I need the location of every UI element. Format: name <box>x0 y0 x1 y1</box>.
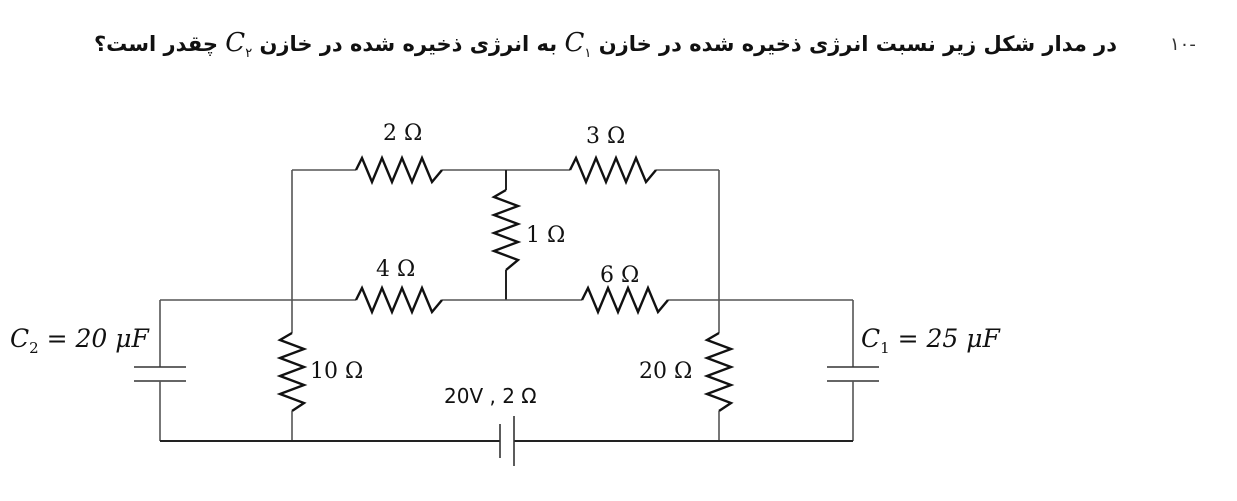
label-capacitor-c2: C2 = 20 μF <box>10 324 151 357</box>
capacitor-c1-symbol: C۱ <box>564 28 592 62</box>
resistor-20-ohm <box>703 331 735 412</box>
label-4-ohm: 4 Ω <box>376 257 415 282</box>
label-10-ohm: 10 Ω <box>310 359 363 384</box>
label-6-ohm: 6 Ω <box>600 263 639 288</box>
question-text-part1: در مدار شکل زیر نسبت انرژی ذخیره شده در … <box>598 32 1117 56</box>
capacitor-c2-symbol: C۲ <box>225 28 253 62</box>
resistor-10-ohm <box>276 331 308 412</box>
question-text-part2: به انرژی ذخیره شده در خازن <box>259 32 558 56</box>
resistor-4-ohm <box>354 284 443 316</box>
question-number: -۱۰ <box>1170 34 1196 55</box>
resistor-1-ohm <box>490 188 522 271</box>
resistor-3-ohm <box>568 154 657 186</box>
question-text: در مدار شکل زیر نسبت انرژی ذخیره شده در … <box>37 28 1117 61</box>
question-text-part3: چقدر است؟ <box>93 32 218 56</box>
label-battery: 20V , 2 Ω <box>444 384 537 408</box>
resistor-6-ohm <box>580 284 669 316</box>
label-capacitor-c1: C1 = 25 μF <box>861 324 1002 357</box>
label-3-ohm: 3 Ω <box>586 124 625 149</box>
label-20-ohm: 20 Ω <box>639 359 692 384</box>
resistor-2-ohm <box>354 154 443 186</box>
label-2-ohm: 2 Ω <box>383 121 422 146</box>
label-1-ohm: 1 Ω <box>526 223 565 248</box>
